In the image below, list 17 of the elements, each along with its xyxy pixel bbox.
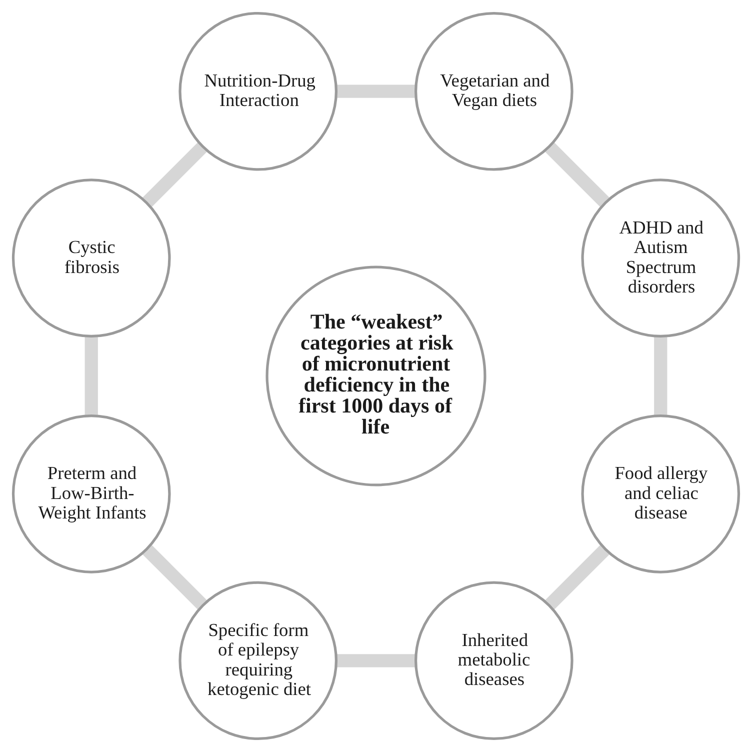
connector — [84, 336, 98, 416]
connector — [544, 142, 610, 208]
connector — [142, 142, 208, 208]
connector — [544, 544, 610, 610]
connector — [336, 84, 416, 98]
node-circle: ADHD and Autism Spectrum disorders — [581, 178, 740, 338]
node-circle: The “weakest” categories at risk of micronutrient deficiency in the first 1000 days of life — [266, 266, 486, 486]
node-circle: Vegetarian and Vegan diets — [414, 12, 574, 171]
connector — [142, 544, 208, 610]
node-circle: Nutrition-Drug Interaction — [178, 12, 338, 171]
node-circle: Food allergy and celiac disease — [581, 414, 740, 574]
node-circle: Cystic fibrosis — [12, 178, 171, 338]
node-circle: Specific form of epilepsy requiring ketogenic diet — [178, 581, 338, 740]
node-circle: Inherited metabolic diseases — [414, 581, 574, 740]
connector — [654, 336, 668, 416]
connector — [336, 654, 416, 668]
node-circle: Preterm and Low-Birth-Weight Infants — [12, 414, 171, 574]
